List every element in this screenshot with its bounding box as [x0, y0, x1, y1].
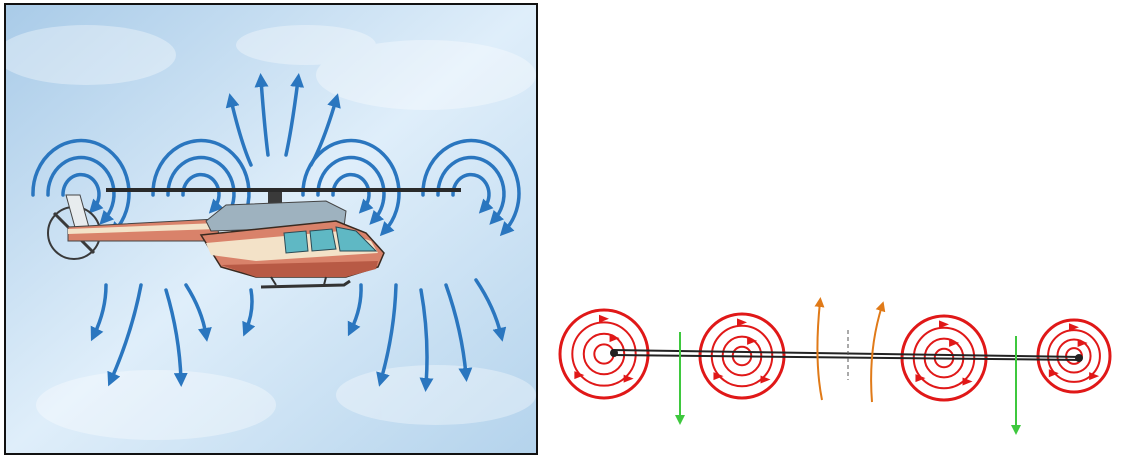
vortex-ring — [584, 334, 624, 374]
blade-tip-left — [610, 349, 618, 357]
cabin-window — [284, 231, 308, 253]
blade-tip-right — [1075, 354, 1083, 362]
upwash-arrow — [817, 302, 822, 400]
vortex-arrowhead — [761, 376, 771, 384]
vortex-diagram — [552, 270, 1127, 450]
vortex-arrowhead — [610, 334, 620, 342]
vortex-arrowhead — [624, 375, 634, 383]
rotor-mast — [268, 192, 282, 204]
airflow-diagram — [6, 5, 536, 453]
rotor-vortex-schematic — [552, 270, 1127, 450]
main-rotor — [106, 188, 461, 192]
vortex-arrowhead — [963, 378, 973, 386]
cabin-window — [310, 229, 336, 251]
helicopter-airflow-illustration — [4, 3, 538, 455]
